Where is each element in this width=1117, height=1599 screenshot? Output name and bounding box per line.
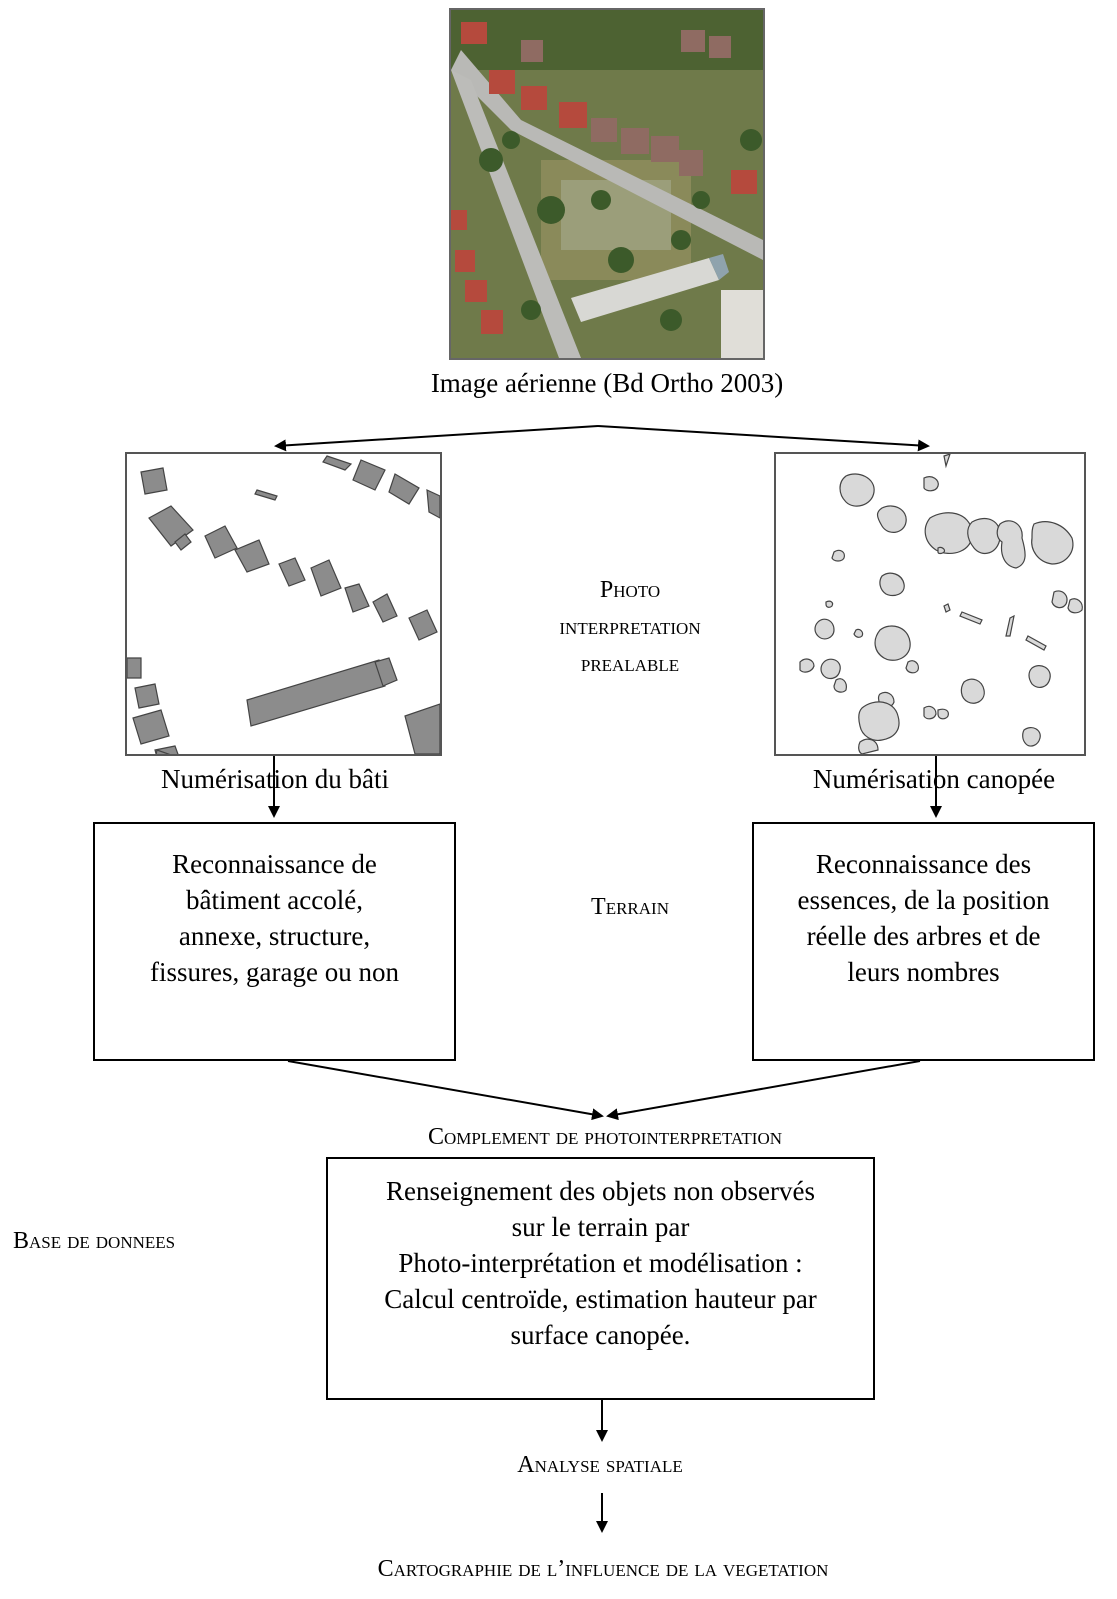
arrow-rightbox-to-complement	[606, 1060, 921, 1121]
canopee-digitization-panel	[774, 452, 1086, 756]
arrow-leftbox-to-complement	[287, 1060, 604, 1121]
canopee-caption: Numérisation canopée	[812, 764, 1056, 794]
arrow-aerial-to-canopee	[597, 425, 930, 452]
bati-shapes	[127, 455, 440, 754]
photo-interpretation-step-label: Photo interpretation prealable	[559, 577, 701, 677]
aerial-photo-illustration	[451, 10, 763, 358]
aerial-image	[449, 8, 765, 360]
arrow-aerial-to-bati	[274, 425, 599, 452]
database-label: Base de donnees	[13, 1228, 176, 1254]
aerial-caption: Image aérienne (Bd Ortho 2003)	[430, 368, 784, 398]
spatial-analysis-label: Analyse spatiale	[517, 1452, 683, 1478]
canopee-shapes	[799, 454, 1083, 754]
terrain-step-label: Terrain	[591, 894, 669, 920]
bati-digitization-panel	[125, 452, 442, 756]
database-box: Renseignement des objets non observés su…	[326, 1157, 875, 1400]
canopee-field-recognition-box: Reconnaissance des essences, de la posit…	[752, 822, 1095, 1061]
vegetation-influence-mapping-label: Cartographie de l’influence de la vegeta…	[377, 1556, 829, 1582]
bati-field-recognition-box: Reconnaissance de bâtiment accolé, annex…	[93, 822, 456, 1061]
bati-caption: Numérisation du bâti	[161, 764, 389, 794]
complement-photointerpretation-label: Complement de photointerpretation	[427, 1124, 783, 1150]
